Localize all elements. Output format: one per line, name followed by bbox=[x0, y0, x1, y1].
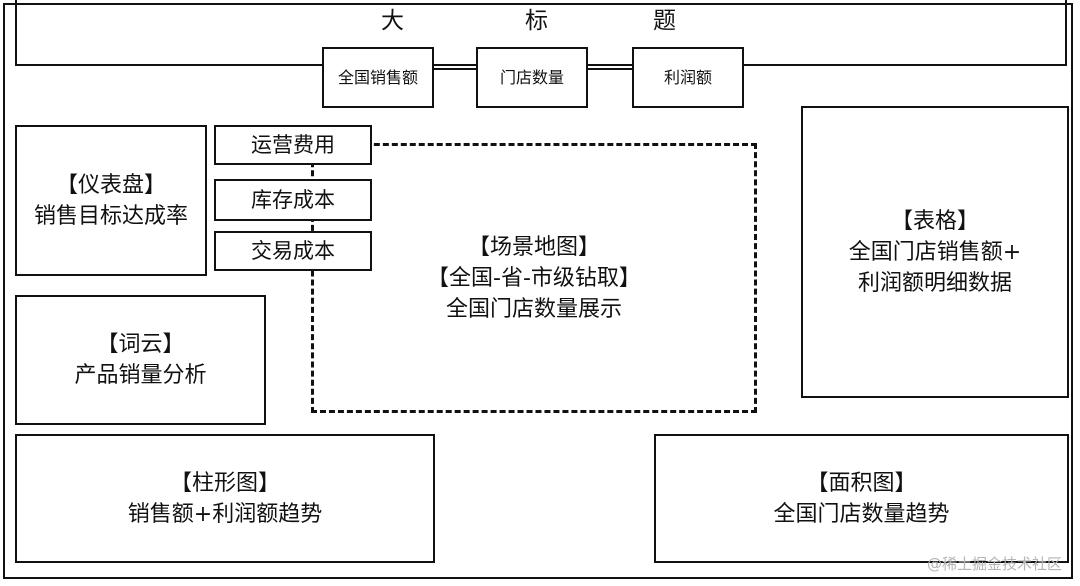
wordcloud-desc: 产品销量分析 bbox=[74, 363, 207, 388]
gauge-desc: 销售目标达成率 bbox=[33, 203, 188, 229]
cost-operating-label: 运营费用 bbox=[251, 133, 335, 157]
area-chart-heading: 【面积图】 bbox=[806, 470, 917, 496]
kpi-store-count: 门店数量 bbox=[476, 47, 588, 108]
table-heading: 【表格】 bbox=[890, 208, 979, 234]
table-desc-line2: 利润额明细数据 bbox=[857, 270, 1012, 296]
cost-transaction-label: 交易成本 bbox=[251, 239, 335, 263]
area-chart-desc: 全国门店数量趋势 bbox=[773, 501, 950, 527]
bar-chart-panel: 【柱形图】 销售额+利润额趋势 bbox=[15, 434, 435, 563]
table-panel: 【表格】 全国门店销售额+ 利润额明细数据 bbox=[801, 106, 1069, 398]
kpi-total-sales: 全国销售额 bbox=[322, 47, 434, 108]
scene-map-heading: 【场景地图】 bbox=[467, 234, 600, 260]
title-char-3: 题 bbox=[653, 8, 676, 34]
wordcloud-panel: 【词云】 产品销量分析 bbox=[15, 295, 266, 425]
gauge-panel: 【仪表盘】 销售目标达成率 bbox=[15, 125, 207, 276]
table-desc-line1: 全国门店销售额+ bbox=[848, 239, 1022, 265]
area-chart-panel: 【面积图】 全国门店数量趋势 bbox=[654, 434, 1069, 563]
kpi-profit: 利润额 bbox=[632, 47, 744, 108]
cost-operating: 运营费用 bbox=[214, 125, 372, 165]
title-char-1: 大 bbox=[381, 8, 404, 34]
wordcloud-heading: 【词云】 bbox=[96, 332, 185, 357]
canvas-frame bbox=[3, 3, 1073, 579]
bar-chart-heading: 【柱形图】 bbox=[169, 470, 280, 496]
kpi-profit-label: 利润额 bbox=[663, 67, 712, 87]
scene-map-desc: 全国门店数量展示 bbox=[445, 296, 622, 322]
scene-map-panel: 【场景地图】 【全国-省-市级钻取】 全国门店数量展示 bbox=[311, 143, 757, 413]
kpi-store-count-label: 门店数量 bbox=[499, 67, 564, 87]
cost-transaction: 交易成本 bbox=[214, 231, 372, 271]
scene-map-drilldown: 【全国-省-市级钻取】 bbox=[427, 265, 641, 291]
gauge-heading: 【仪表盘】 bbox=[55, 172, 166, 198]
watermark: @稀土掘金技术社区 bbox=[926, 555, 1062, 573]
title-char-2: 标 bbox=[525, 8, 548, 34]
kpi-total-sales-label: 全国销售额 bbox=[337, 67, 418, 87]
cost-inventory: 库存成本 bbox=[214, 179, 372, 221]
bar-chart-desc: 销售额+利润额趋势 bbox=[127, 501, 323, 527]
cost-inventory-label: 库存成本 bbox=[251, 188, 335, 212]
